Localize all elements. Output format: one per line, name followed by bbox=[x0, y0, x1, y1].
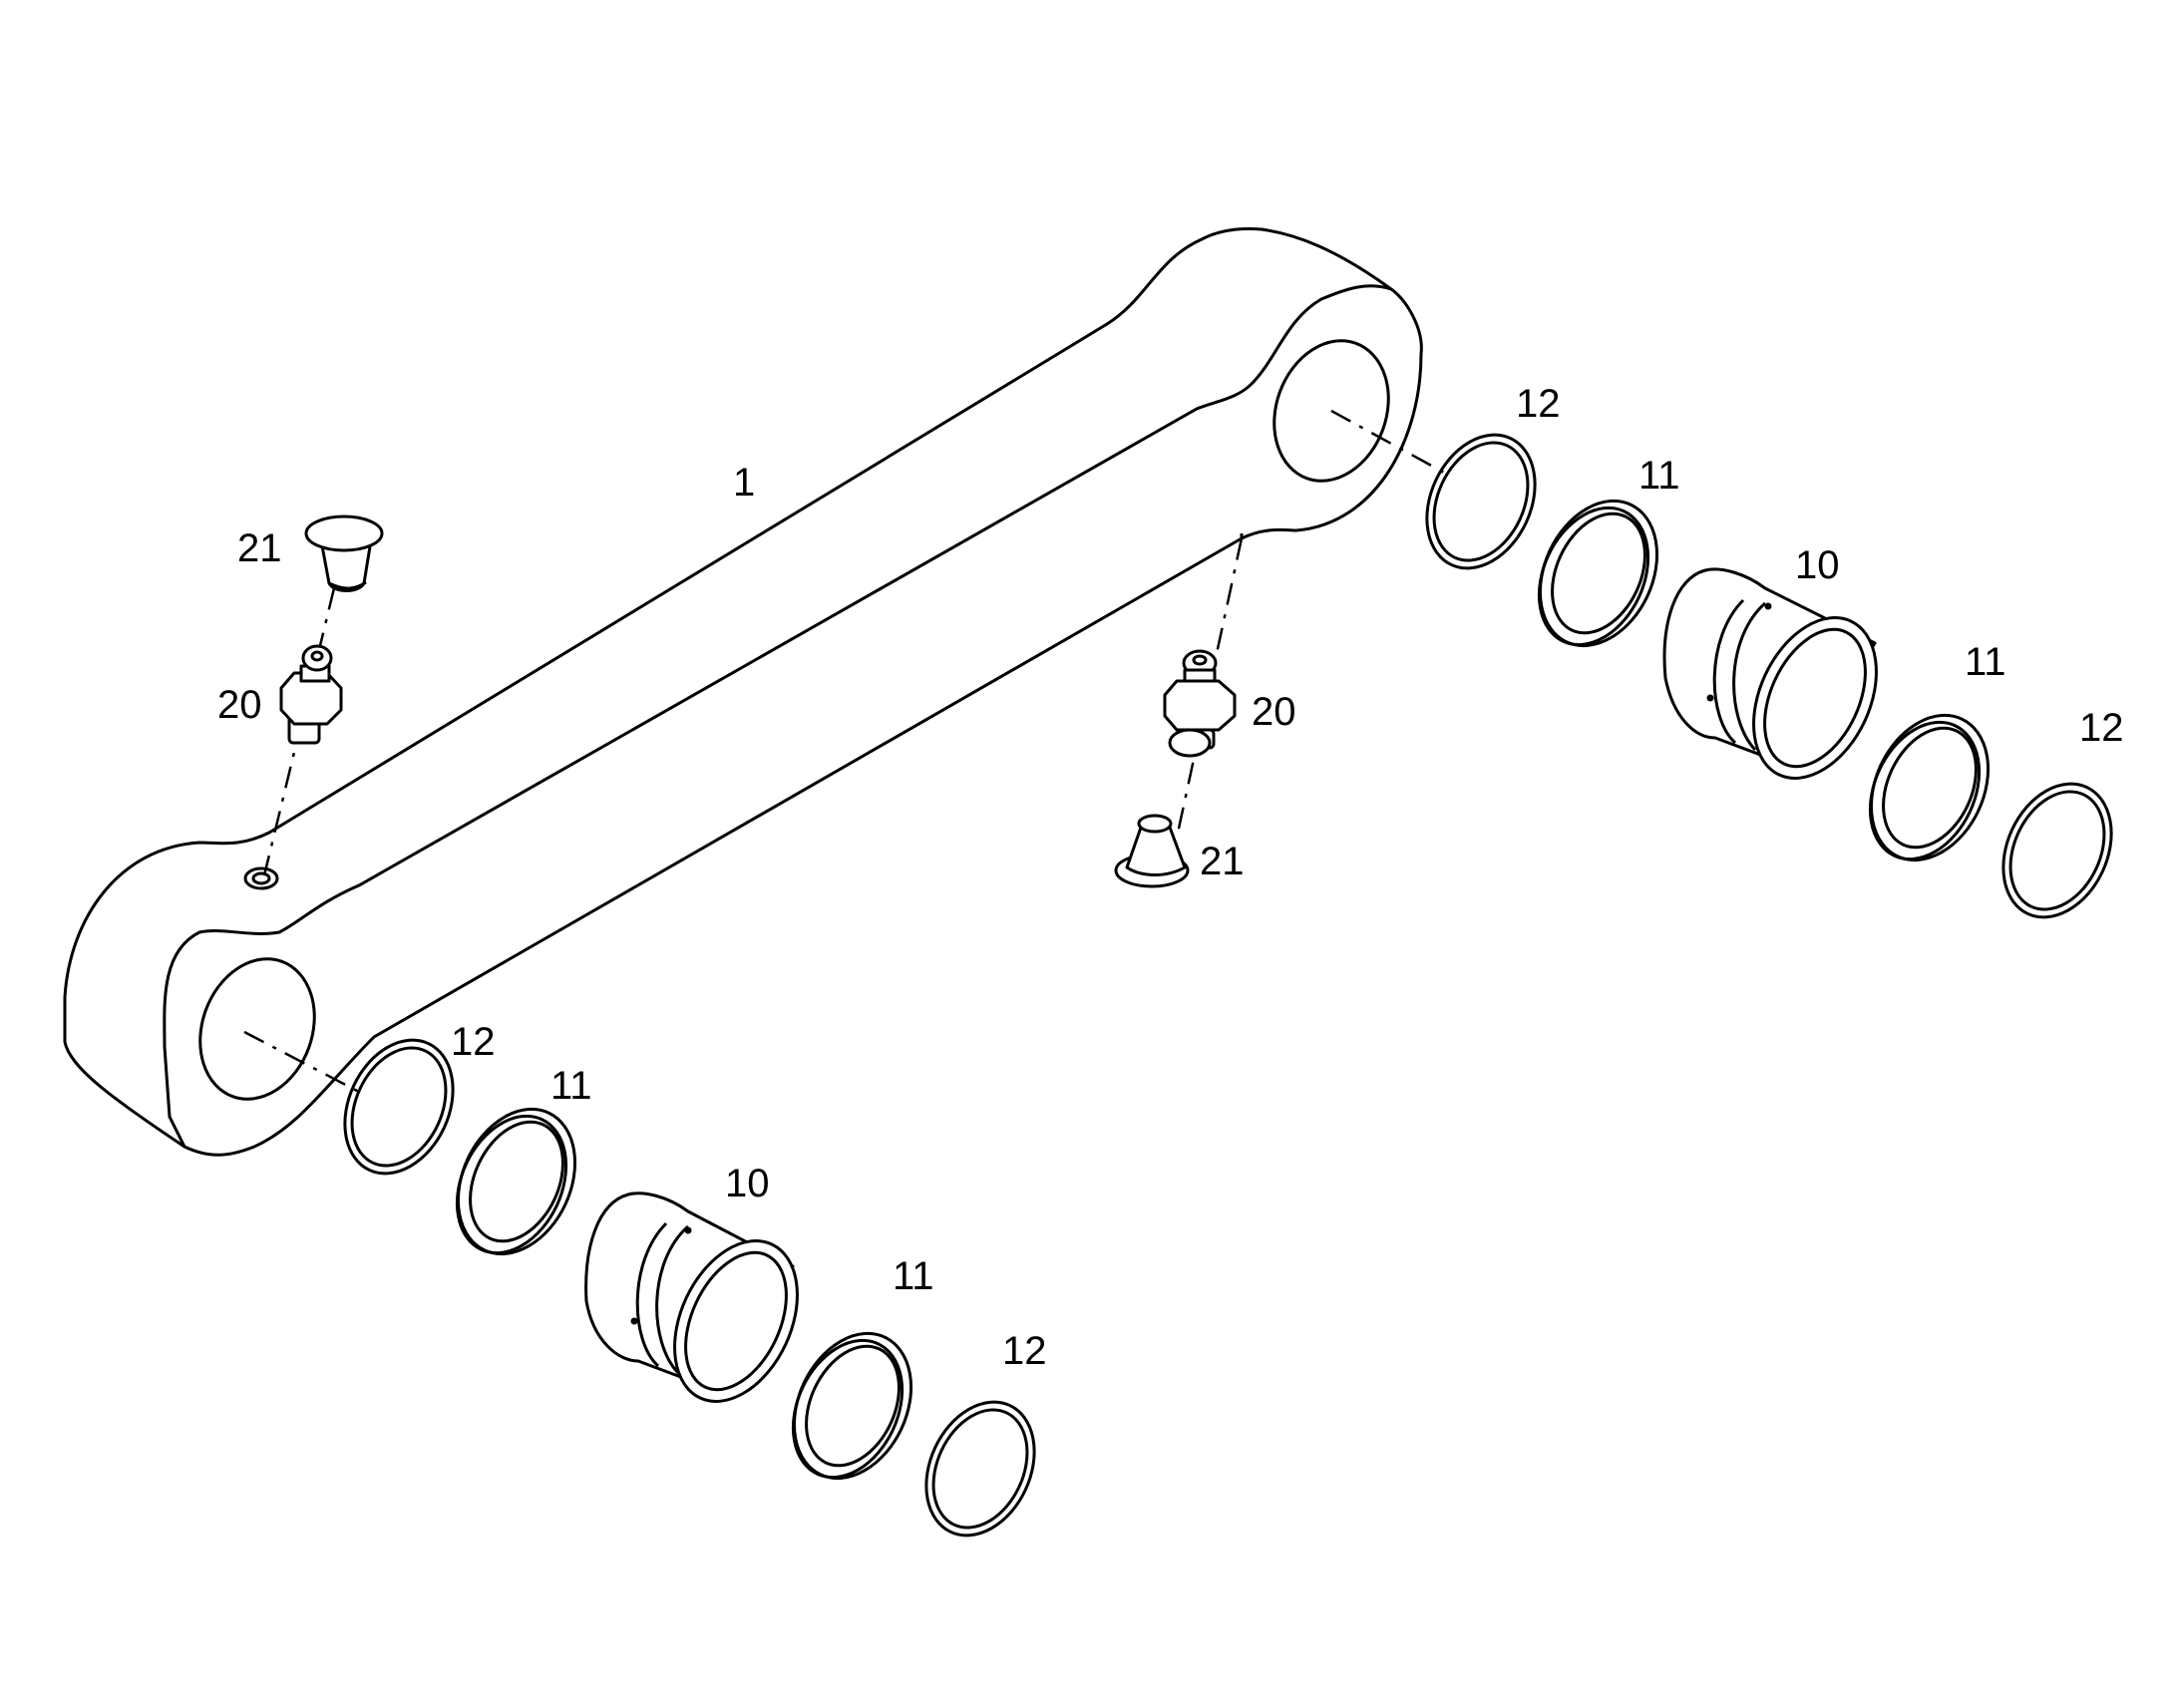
bushing-left bbox=[584, 1192, 799, 1403]
link-arm bbox=[63, 227, 1423, 1157]
callout-ring-right-inner: 12 bbox=[1516, 382, 1561, 426]
callout-fitting-left: 20 bbox=[217, 683, 262, 727]
callout-seal-left-inner: 11 bbox=[550, 1064, 592, 1108]
callout-bushing-left: 10 bbox=[725, 1162, 770, 1205]
ring-left-outer bbox=[924, 1400, 1036, 1537]
ring-left-inner bbox=[343, 1038, 455, 1176]
seal-left-inner bbox=[455, 1107, 577, 1256]
callout-cap-left: 21 bbox=[237, 526, 282, 570]
callout-fitting-right: 20 bbox=[1252, 690, 1296, 734]
grease-fitting-right bbox=[1163, 649, 1237, 758]
seal-right-outer bbox=[1868, 713, 1991, 862]
callout-ring-left-outer: 12 bbox=[1002, 1329, 1047, 1373]
callout-cap-right: 21 bbox=[1200, 840, 1245, 883]
callout-ring-left-inner: 12 bbox=[451, 1020, 496, 1064]
callout-seal-right-inner: 11 bbox=[1638, 454, 1680, 498]
seal-right-inner bbox=[1537, 499, 1659, 648]
callout-seal-right-outer: 11 bbox=[1965, 640, 2006, 684]
cap-left bbox=[304, 514, 384, 592]
ring-right-inner bbox=[1425, 433, 1537, 570]
callout-ring-right-outer: 12 bbox=[2079, 706, 2124, 750]
grease-fitting-left bbox=[279, 644, 343, 745]
bushing-right bbox=[1662, 567, 1878, 780]
callout-seal-left-outer: 11 bbox=[893, 1254, 934, 1298]
axis-line-right bbox=[1330, 409, 1447, 476]
callout-bushing-right: 10 bbox=[1795, 543, 1840, 587]
callout-link: 1 bbox=[733, 461, 755, 505]
ring-right-outer bbox=[2001, 782, 2113, 919]
seal-left-outer bbox=[791, 1331, 913, 1481]
cap-right bbox=[1114, 814, 1190, 888]
axis-line-left bbox=[243, 1030, 360, 1094]
